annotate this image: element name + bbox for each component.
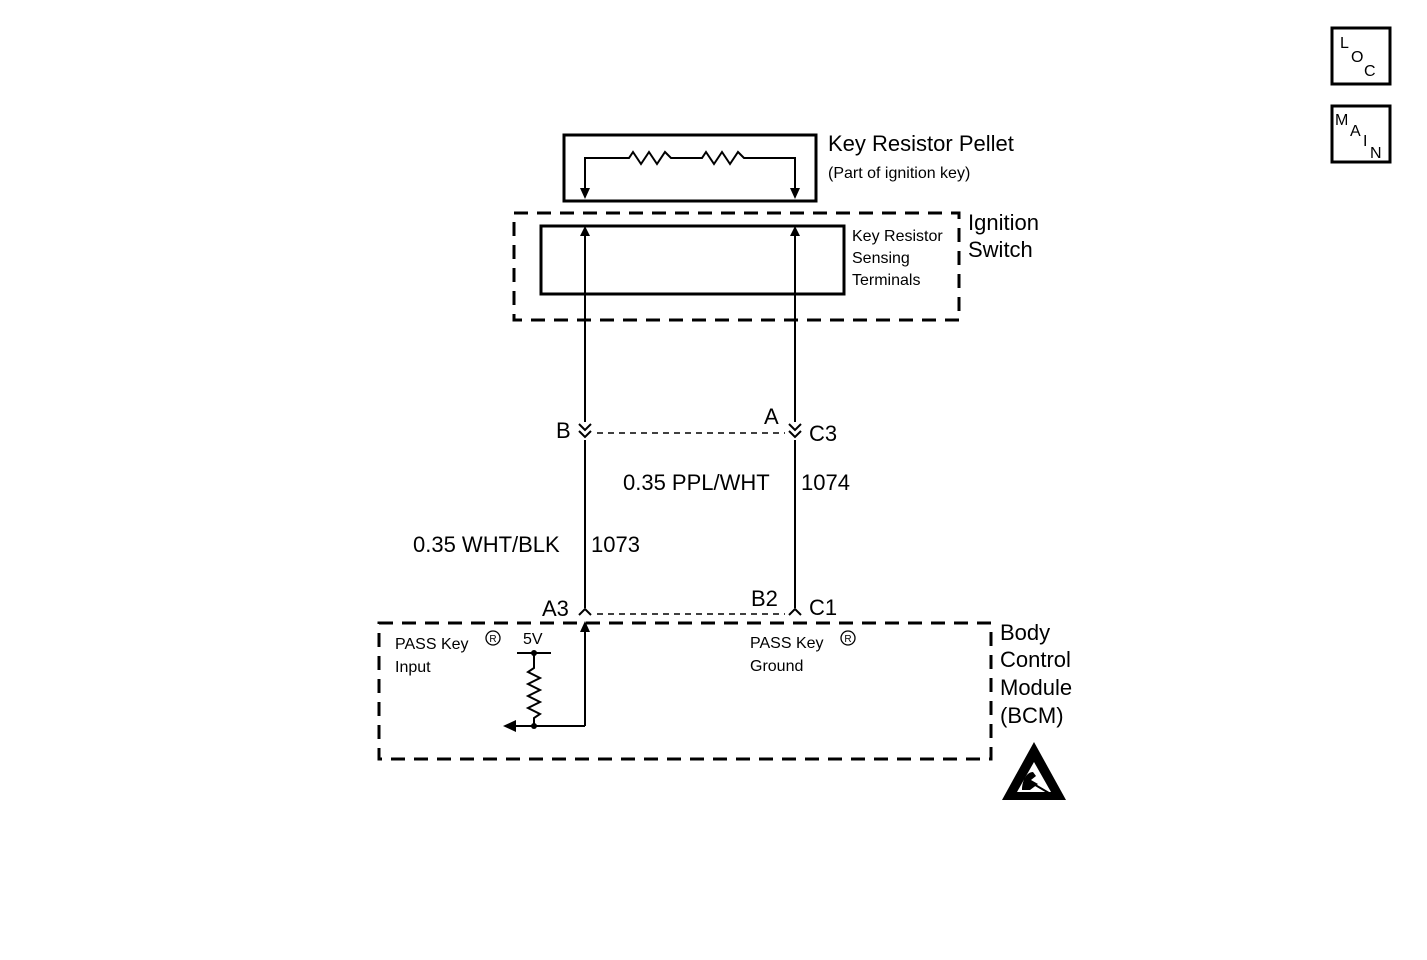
terminals-label-3: Terminals — [852, 272, 920, 289]
terminals-label-1: Key Resistor — [852, 228, 943, 245]
bcm-label-1: Body — [1000, 620, 1050, 645]
loc-button[interactable]: L O C — [1330, 26, 1392, 86]
svg-text:R: R — [489, 634, 496, 645]
pellet-title: Key Resistor Pellet — [828, 131, 1014, 156]
c1-name: C1 — [809, 595, 837, 620]
c3-pin-b: B — [556, 418, 571, 443]
loc-letter-l: L — [1340, 35, 1349, 52]
main-letter-n: N — [1370, 145, 1382, 162]
c3-name: C3 — [809, 421, 837, 446]
connector-c1 — [578, 607, 802, 632]
c1-pin-b2: B2 — [751, 586, 778, 611]
wire-1073 — [580, 226, 590, 726]
bcm-label-2: Control — [1000, 647, 1071, 672]
wire-1074-circuit: 1074 — [801, 470, 850, 495]
wire-1073-color: 0.35 WHT/BLK — [413, 532, 560, 557]
pass-key-ground-label-1: PASS Key — [750, 635, 824, 652]
pass-key-input-label-2: Input — [395, 659, 431, 676]
registered-mark-input: R — [485, 630, 501, 646]
esd-sensitive-icon — [1002, 742, 1066, 800]
pellet-arrow-right — [790, 188, 800, 199]
svg-text:R: R — [844, 634, 851, 645]
wire-1074-color: 0.35 PPL/WHT — [623, 470, 770, 495]
connector-c3 — [578, 423, 802, 439]
registered-mark-ground: R — [840, 630, 856, 646]
wire-1074 — [790, 226, 800, 608]
loc-letter-c: C — [1364, 63, 1376, 80]
c1-pin-a3: A3 — [542, 596, 569, 621]
pass-key-ground-label-2: Ground — [750, 658, 803, 675]
main-button[interactable]: M A I N — [1330, 104, 1392, 164]
wire-1073-circuit: 1073 — [591, 532, 640, 557]
pellet-resistor-circuit — [584, 150, 796, 197]
pull-up-resistor — [503, 650, 585, 732]
key-resistor-terminals-box — [539, 224, 846, 296]
main-letter-i: I — [1363, 133, 1367, 150]
c3-pin-a: A — [764, 404, 779, 429]
key-resistor-pellet — [562, 133, 818, 203]
main-letter-a: A — [1350, 123, 1361, 140]
ignition-switch-label-1: Ignition — [968, 210, 1039, 235]
bcm-label-3: Module — [1000, 675, 1072, 700]
voltage-label: 5V — [523, 631, 543, 648]
bcm-label-4: (BCM) — [1000, 703, 1064, 728]
pellet-subtitle: (Part of ignition key) — [828, 165, 970, 182]
loc-letter-o: O — [1351, 49, 1363, 66]
pass-key-input-label-1: PASS Key — [395, 636, 469, 653]
pellet-arrow-left — [580, 188, 590, 199]
bcm-boundary — [377, 621, 993, 761]
ignition-switch-label-2: Switch — [968, 237, 1033, 262]
terminals-label-2: Sensing — [852, 250, 910, 267]
main-letter-m: M — [1335, 112, 1348, 129]
